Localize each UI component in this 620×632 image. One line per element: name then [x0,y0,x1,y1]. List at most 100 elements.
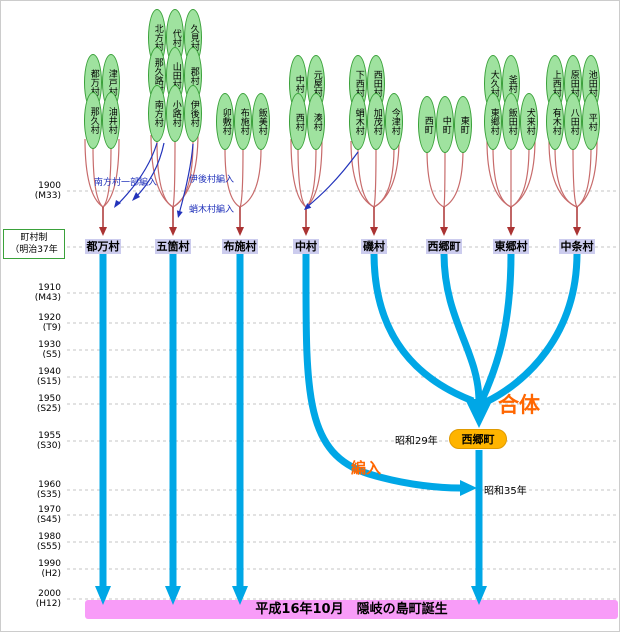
final-town-label: 平成16年10月 隠岐の島町誕生 [255,602,448,617]
village-name: 中町 [440,115,451,134]
hennyu-label: 編入 [351,459,382,477]
timeline-year-label: 1980(S55) [36,532,61,552]
village-oval: 東町 [454,96,472,153]
minamikata-partial-merge-note: 南方村一部編入 [94,178,158,188]
village-name: 布施村 [238,108,249,135]
village-oval: 西村 [289,93,307,150]
village-name: 西村 [293,112,304,131]
village-name: 釜村 [506,74,517,93]
village-oval: 布施村 [234,93,252,150]
showa35-label: 昭和35年 [484,486,527,497]
right-arrow-icon [460,480,477,496]
timeline-year-label: 2000(H12) [35,589,61,609]
village-name: 八田村 [568,108,579,135]
municipality-1904-naka: 中村 [293,239,319,254]
merger-fan-brackets [84,132,598,208]
village-oval: 油井村 [102,92,120,149]
takugi-arrow [306,151,359,208]
merge-down-arrowheads [99,227,581,236]
takugi-merge-note: 蛸木村編入 [189,205,235,215]
municipality-1904-goka: 五箇村 [155,239,191,254]
municipality-1904-iso: 磯村 [361,239,387,254]
village-name: 今津村 [389,108,400,135]
village-name: 原田村 [568,70,579,97]
village-name: 池田村 [586,70,597,97]
village-oval: 加茂村 [367,93,385,150]
village-name: 西町 [422,115,433,134]
village-oval: 東郷村 [484,93,502,150]
village-oval: 南方村 [148,85,166,142]
timeline-year-label: 1955(S30) [36,431,61,451]
village-name: 那久路村 [152,57,163,94]
village-name: 代村 [170,28,181,47]
village-oval: 卯敷村 [216,93,234,150]
showa29-label: 昭和29年 [395,436,438,447]
flow-chujo [484,252,581,406]
municipality-1904-saigo: 西郷町 [426,239,462,254]
village-name: 都万村 [88,69,99,96]
village-name: 山田村 [170,62,181,89]
village-name: 小路村 [170,100,181,127]
gattai-label: 合体 [498,393,540,417]
village-name: 久見村 [188,24,199,51]
village-name: 油井村 [106,107,117,134]
village-name: 東町 [458,115,469,134]
village-oval: 那久村 [84,92,102,149]
timeline-year-label: 1950(S25) [36,394,61,414]
village-oval: 有木村 [546,93,564,150]
village-oval: 伊後村 [184,85,202,142]
village-name: 卯敷村 [220,108,231,135]
municipality-1904-tsuma: 都万村 [85,239,121,254]
village-name: 飯美村 [256,108,267,135]
municipality-1904-chujo: 中条村 [559,239,595,254]
merger-flow-lines [99,252,581,588]
village-name: 郡村 [188,66,199,85]
timeline-year-label: 1930(S5) [38,340,61,360]
village-oval: 飯美村 [252,93,270,150]
timeline-year-label: 1970(S45) [36,505,61,525]
village-name: 大久村 [488,70,499,97]
village-oval: 中町 [436,96,454,153]
timeline-year-label: 1920(T9) [38,313,61,333]
village-oval: 飯田村 [502,93,520,150]
village-oval: 平村 [582,93,600,150]
village-name: 飯田村 [506,108,517,135]
village-oval: 湊村 [307,93,325,150]
village-oval: 西町 [418,96,436,153]
village-name: 平村 [586,112,597,131]
municipal-system-note: 町村制 （明治37年 [3,229,65,259]
timeline-year-label: 1990(H2) [38,559,61,579]
village-name: 那久村 [88,107,99,134]
flow-saigo-upper [440,252,483,403]
saigo-1954-box: 西郷町 [449,429,507,449]
minamikata-arrow [116,142,158,206]
village-name: 西田村 [371,70,382,97]
village-oval: 犬来村 [520,93,538,150]
flow-iso [370,252,475,405]
flow-arrowheads [95,399,493,605]
village-name: 東郷村 [488,108,499,135]
village-oval: 八田村 [564,93,582,150]
flow-togo [478,252,515,402]
municipality-1904-togo: 東郷村 [493,239,529,254]
flow-naka-hennyu [302,252,461,492]
merge-down-arrows [102,207,578,228]
village-name: 湊村 [311,112,322,131]
timeline-year-label: 1910(M43) [34,283,61,303]
village-oval: 今津村 [385,93,403,150]
village-name: 中村 [293,74,304,93]
village-name: 蛸木村 [353,108,364,135]
village-name: 加茂村 [371,108,382,135]
municipality-1904-fuse: 布施村 [222,239,258,254]
igo-merge-note: 伊後村編入 [189,175,235,185]
village-name: 犬来村 [524,108,535,135]
village-name: 南方村 [152,100,163,127]
timeline-year-label: 1940(S15) [36,367,61,387]
merge-big-arrow-icon [465,399,493,428]
timeline-year-label: 1960(S35) [36,480,61,500]
village-oval: 蛸木村 [349,93,367,150]
village-name: 伊後村 [188,100,199,127]
village-name: 有木村 [550,108,561,135]
village-name: 下西村 [353,70,364,97]
